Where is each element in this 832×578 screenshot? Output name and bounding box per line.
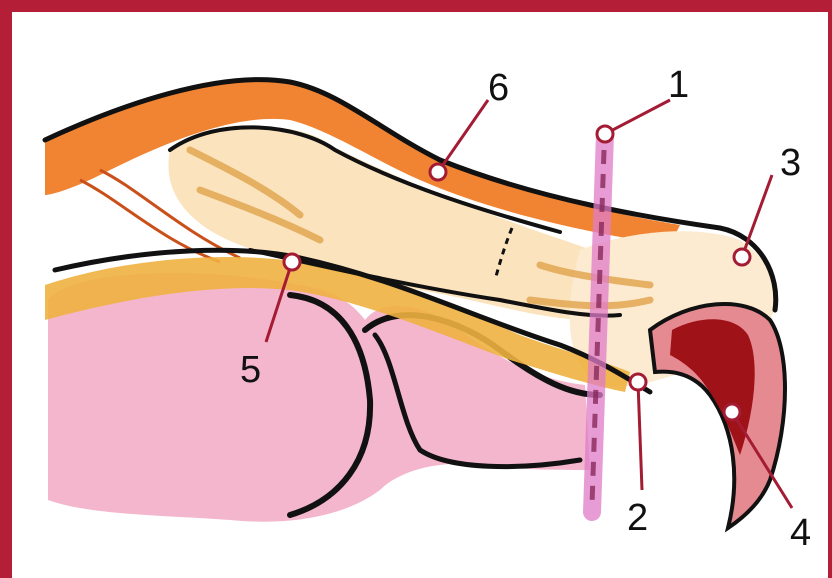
- marker-6: [430, 164, 446, 180]
- marker-2: [630, 374, 646, 390]
- label-2: 2: [627, 497, 648, 539]
- toe-anatomy-illustration: 1 2 3 4 5 6: [12, 12, 828, 578]
- label-4: 4: [790, 512, 811, 554]
- leader-2: [638, 382, 642, 490]
- label-5: 5: [240, 349, 261, 391]
- digital-pad: [48, 273, 590, 522]
- label-1: 1: [668, 64, 689, 106]
- leader-1: [605, 100, 670, 134]
- claw-quick: [670, 319, 755, 455]
- marker-3: [734, 249, 750, 265]
- label-6: 6: [488, 67, 509, 109]
- label-3: 3: [780, 142, 801, 184]
- marker-5: [284, 254, 300, 270]
- marker-4: [724, 404, 740, 420]
- leader-6: [438, 100, 488, 172]
- leader-3: [742, 175, 772, 257]
- marker-1: [597, 126, 613, 142]
